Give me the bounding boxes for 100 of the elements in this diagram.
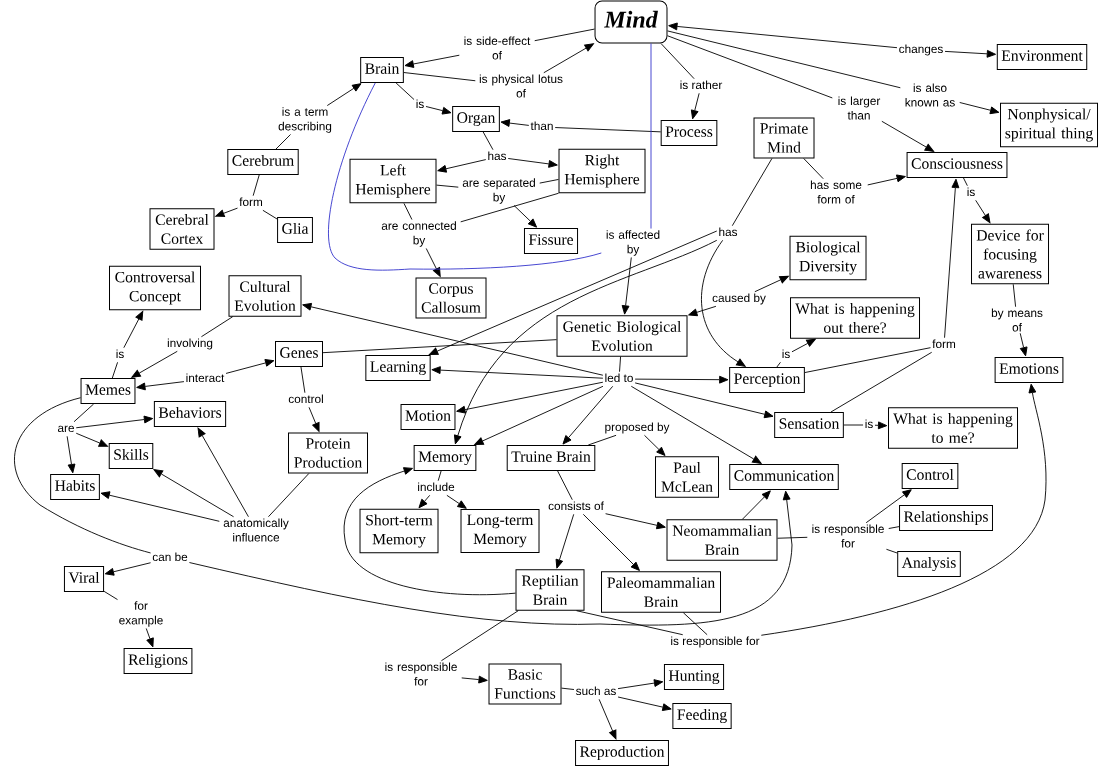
connector-line (460, 192, 559, 223)
concept-box: Feeding (672, 703, 732, 729)
concept-box: Relationships (899, 505, 993, 531)
concept-box: Basic Functions (488, 663, 562, 705)
connector-line (963, 177, 968, 187)
connector-line (667, 30, 901, 89)
linking-phrase: can be (152, 552, 188, 562)
connector-line (440, 610, 519, 662)
concept-box: Protein Production (288, 432, 368, 474)
arrow (404, 54, 460, 68)
arrow (867, 174, 906, 186)
arrow (617, 679, 664, 690)
arrow (437, 159, 487, 173)
linking-phrase: is larger than (838, 96, 881, 120)
linking-phrase: for example (119, 601, 163, 627)
concept-box: Memes (80, 378, 136, 404)
arrow (634, 375, 729, 384)
connector-line (267, 473, 310, 518)
concept-box: Corpus Callosum (415, 277, 487, 319)
connector-line (682, 612, 708, 636)
arrow (944, 49, 997, 58)
connector-line (322, 339, 557, 354)
connector-line (73, 403, 95, 423)
concept-box: Learning (365, 355, 431, 381)
connector-line (843, 424, 864, 426)
connector-line (262, 209, 278, 220)
concept-box: Controversal Concept (109, 265, 201, 311)
connector-line (482, 131, 494, 151)
concept-box: Communication (729, 464, 839, 490)
concept-box: Perception (729, 367, 805, 393)
connector-line (200, 316, 234, 338)
linking-phrase: are (58, 425, 74, 433)
arrow (543, 43, 594, 74)
linking-phrase: is responsible for (812, 524, 884, 548)
arrow (425, 248, 441, 277)
linking-phrase: is a term describing (278, 107, 332, 133)
connector-line (252, 174, 260, 197)
connector-line (111, 361, 118, 379)
arrow (431, 366, 604, 379)
linking-phrase: changes (899, 44, 943, 56)
concept-box: Analysis (897, 551, 961, 577)
arrow (454, 239, 718, 445)
connector-line (803, 158, 824, 180)
connector-line (804, 347, 931, 373)
concept-box: Left Hemisphere (349, 158, 437, 204)
connector-line (830, 351, 933, 413)
linking-phrase: control (288, 394, 323, 404)
linking-phrase: led to (605, 373, 633, 383)
arrow (582, 513, 640, 571)
arrow (343, 467, 516, 596)
arrow (634, 382, 774, 419)
linking-phrase: include (418, 482, 455, 492)
arrow (959, 102, 1000, 115)
linking-phrase: has (488, 151, 507, 161)
linking-phrase: is physical lotus of (479, 74, 563, 98)
linking-phrase: is (116, 349, 124, 359)
arrow (791, 338, 816, 353)
connector-line (328, 82, 602, 271)
arrow (644, 434, 666, 456)
connector-line (403, 202, 413, 220)
linking-phrase: proposed by (605, 422, 670, 434)
arrow (425, 106, 452, 115)
connector-line (667, 35, 833, 99)
arrow (215, 207, 238, 218)
concept-box: Religions (123, 648, 193, 674)
arrow (474, 385, 604, 445)
concept-box: Reptilian Brain (515, 569, 585, 611)
linking-phrase: are connected by (381, 221, 456, 247)
concept-box: Right Hemisphere (558, 148, 646, 194)
arrow (75, 415, 154, 429)
concept-box: Process (660, 120, 718, 146)
concept-box: Glia (277, 217, 313, 243)
concept-box: Fissure (523, 228, 579, 254)
connector-line (731, 158, 773, 227)
linking-phrase: is (416, 99, 424, 109)
linking-phrase: are separated by (462, 178, 535, 204)
concept-box: Behaviors (153, 401, 227, 427)
concept-box: Motion (400, 404, 456, 430)
connector-line (437, 470, 442, 482)
linking-phrase: interact (186, 373, 225, 383)
concept-box: Device for focusing awareness (971, 223, 1049, 285)
connector-line (395, 82, 415, 100)
concept-box: Truine Brain (506, 445, 596, 471)
concept-box: Genetic Biological Evolution (556, 315, 688, 357)
connector-line (403, 72, 476, 82)
connector-line (619, 356, 622, 373)
linking-phrase: by means of (991, 308, 1043, 332)
arrow (153, 469, 235, 518)
concept-box: Short-term Memory (359, 508, 439, 554)
concept-box: Brain (360, 57, 404, 83)
linking-phrase: is (967, 187, 975, 197)
arrow (562, 385, 614, 445)
arrow (630, 385, 762, 464)
arrow (507, 158, 558, 168)
connector-line (561, 687, 575, 690)
arrow (461, 675, 488, 684)
connector-line (534, 28, 595, 42)
connector-line (103, 590, 118, 600)
concept-box: Paul McLean (655, 456, 719, 498)
connector-line (888, 526, 900, 529)
